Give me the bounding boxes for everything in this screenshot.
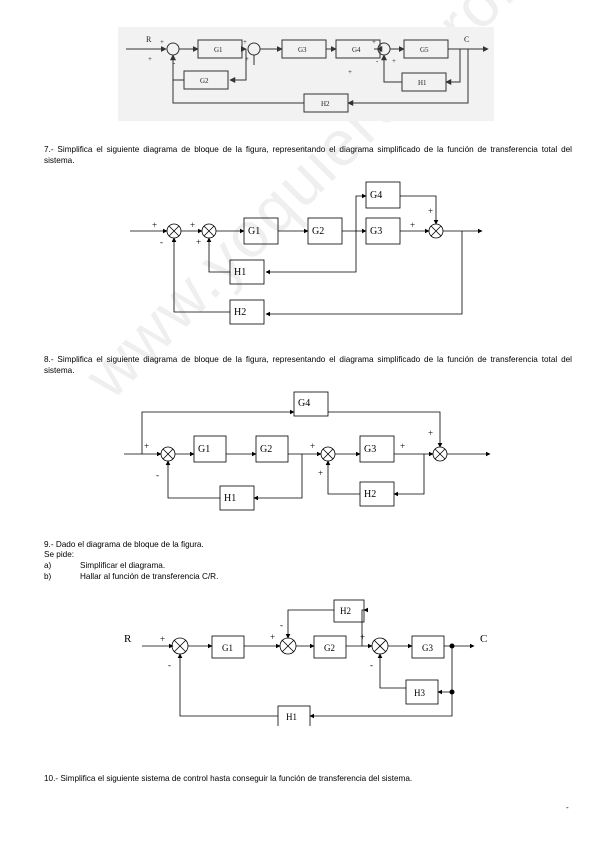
- block-H2: H2: [234, 307, 246, 318]
- sign: +: [410, 220, 415, 230]
- sign: -: [376, 57, 379, 65]
- sign: +: [400, 441, 405, 451]
- list-item-text: Hallar al función de transferencia C/R.: [80, 572, 219, 581]
- block-G4: G4: [298, 398, 310, 409]
- list-item-marker: b): [44, 572, 52, 581]
- block-G4: G4: [352, 46, 361, 54]
- list-item-marker: a): [44, 561, 52, 570]
- sign: +: [428, 206, 433, 216]
- sign: +: [318, 468, 323, 478]
- block-H1: H1: [286, 712, 297, 722]
- block-G2: G2: [260, 444, 272, 455]
- sign: +: [372, 38, 376, 46]
- block-diagram-9: G1 G2 G3 H2 H3 H1 R C + - + - + -: [124, 599, 487, 726]
- block-G3: G3: [370, 226, 382, 237]
- block-H2: H2: [340, 606, 351, 616]
- sign: +: [348, 68, 352, 76]
- block-H3: H3: [414, 688, 425, 698]
- sign: +: [196, 237, 201, 247]
- sign: +: [360, 632, 365, 642]
- block-G3: G3: [364, 444, 376, 455]
- label-C: C: [480, 633, 487, 645]
- question-7-text: 7.- Simplifica el siguiente diagrama de …: [44, 145, 572, 165]
- block-G1: G1: [198, 444, 210, 455]
- sign: -: [173, 59, 176, 67]
- sign: +: [245, 55, 249, 63]
- block-G2: G2: [324, 643, 335, 653]
- sign: +: [270, 632, 275, 642]
- footer-mark: -: [566, 803, 569, 812]
- block-G3: G3: [422, 643, 433, 653]
- block-H1: H1: [418, 79, 427, 87]
- block-G2: G2: [200, 77, 209, 85]
- sign: -: [160, 237, 163, 247]
- sign: +: [392, 57, 396, 65]
- question-10-text: 10.- Simplifica el siguiente sistema de …: [44, 774, 413, 783]
- sign: -: [370, 660, 373, 670]
- block-diagram-6: R C G1 G2 G3 G4 G5 H1 H2 + + - + + + + -…: [118, 27, 494, 121]
- block-G1: G1: [222, 643, 233, 653]
- block-G4: G4: [370, 190, 382, 201]
- block-diagram-7: G1 G2 G3 G4 H1 H2 + - + + + +: [130, 181, 483, 325]
- sign: -: [168, 660, 171, 670]
- sign: -: [280, 620, 283, 630]
- block-diagram-8: G1 G2 G3 G4 H1 H2 + - + + + +: [124, 391, 491, 511]
- label-C: C: [464, 35, 469, 44]
- block-G1: G1: [214, 46, 223, 54]
- block-G2: G2: [312, 226, 324, 237]
- block-H1: H1: [234, 267, 246, 278]
- block-G5: G5: [420, 46, 429, 54]
- sign: +: [160, 634, 165, 644]
- question-9-se-pide: Se pide:: [44, 550, 75, 559]
- sign: +: [243, 38, 247, 46]
- sign: +: [148, 55, 152, 63]
- block-H2: H2: [321, 100, 330, 108]
- label-R: R: [146, 35, 152, 44]
- question-8-text: 8.- Simplifica el siguiente diagrama de …: [44, 355, 572, 375]
- list-item-text: Simplificar el diagrama.: [80, 561, 166, 570]
- sign: +: [428, 428, 433, 438]
- label-R: R: [124, 633, 132, 645]
- question-9-intro: 9.- Dado el diagrama de bloque de la fig…: [44, 540, 204, 549]
- sign: +: [152, 220, 157, 230]
- sign: +: [160, 38, 164, 46]
- sign: +: [310, 441, 315, 451]
- sign: -: [156, 470, 159, 480]
- block-G3: G3: [298, 46, 307, 54]
- sign: +: [144, 441, 149, 451]
- block-G1: G1: [248, 226, 260, 237]
- block-H2: H2: [364, 489, 376, 500]
- block-H1: H1: [224, 493, 236, 504]
- sign: +: [190, 220, 195, 230]
